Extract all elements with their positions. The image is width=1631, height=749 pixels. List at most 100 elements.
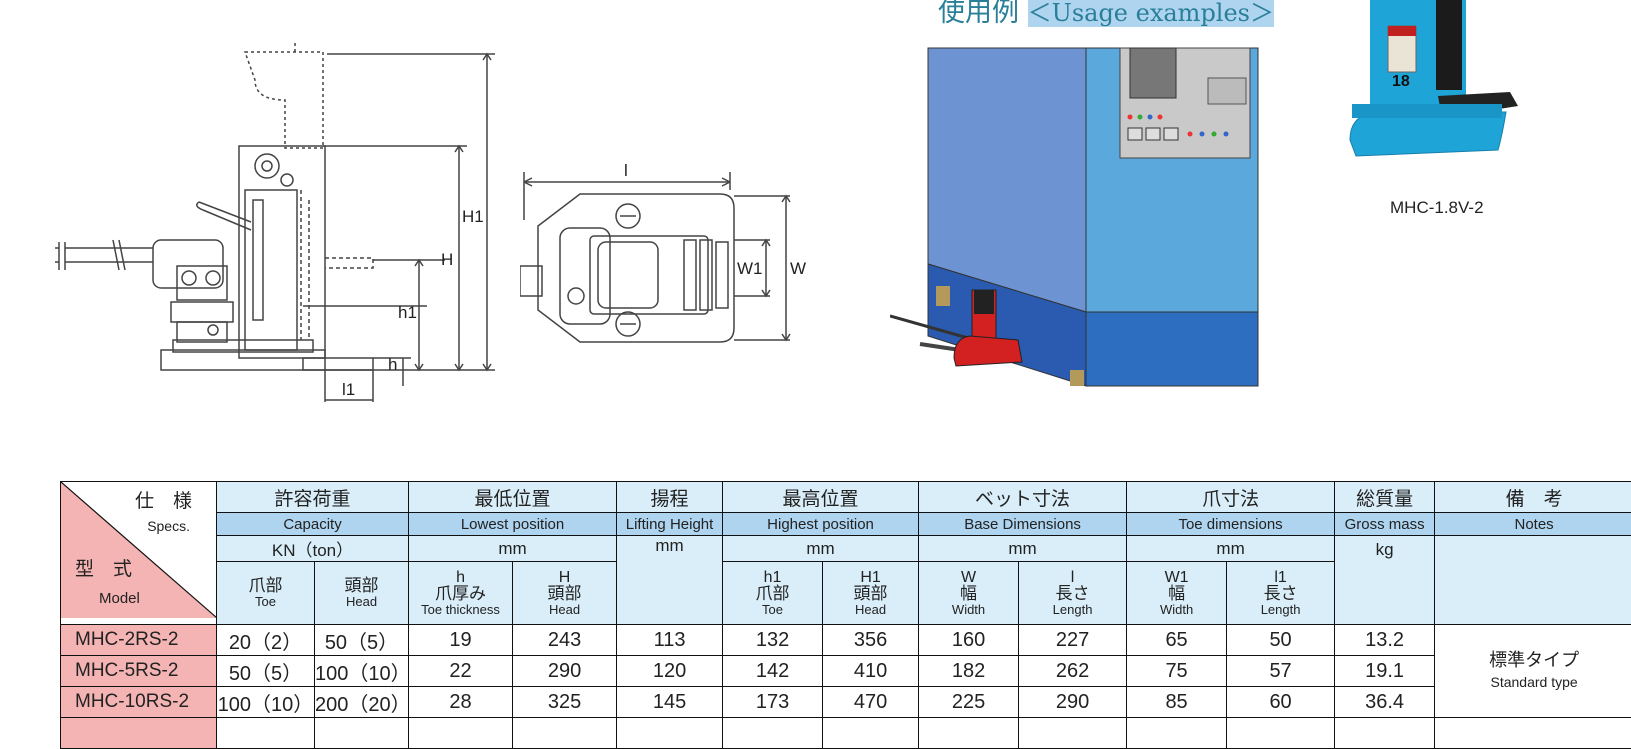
row-H: 325 [513, 687, 617, 718]
corner-model-en: Model [99, 590, 140, 607]
sub-high-H1-en: Head [823, 602, 918, 617]
row-h1: 132 [723, 625, 823, 656]
sub-low-h-jp: 爪厚み [435, 584, 486, 603]
row-cap-toe: 100（10） [217, 687, 315, 718]
row-W1: 85 [1127, 687, 1227, 718]
header-lift-jp: 揚程 [617, 482, 723, 513]
sub-cap-toe-jp: 爪部 [249, 576, 283, 595]
usage-title: 使用例 ＜Usage examples＞ [938, 0, 1274, 29]
corner-spec-en: Specs. [147, 518, 190, 534]
unit-lowest: mm [409, 536, 617, 562]
row-H1: 356 [823, 625, 919, 656]
note-jp: 標準タイプ [1489, 650, 1579, 670]
header-lift-en: Lifting Height [617, 513, 723, 536]
row-cap-toe: 50（5） [217, 656, 315, 687]
dim-label-W1: W1 [737, 259, 763, 278]
row-H1: 470 [823, 687, 919, 718]
unit-base: mm [919, 536, 1127, 562]
header-capacity-jp: 許容荷重 [217, 482, 409, 513]
row-l: 227 [1019, 625, 1127, 656]
row-l: 262 [1019, 656, 1127, 687]
sub-toe-W1-en: Width [1127, 602, 1226, 617]
row-W: 225 [919, 687, 1019, 718]
row-model-partial [61, 718, 217, 749]
sub-toe-l1-sym: l1 [1227, 570, 1334, 585]
header-base-en: Base Dimensions [919, 513, 1127, 536]
sub-toe-W1-sym: W1 [1127, 570, 1226, 585]
row-h: 22 [409, 656, 513, 687]
row-l1: 60 [1227, 687, 1335, 718]
sub-high-H1-sym: H1 [823, 570, 918, 585]
sub-cap-head-en: Head [315, 594, 408, 609]
usage-title-en: ＜Usage examples＞ [1028, 0, 1274, 27]
sub-base-W-sym: W [919, 570, 1018, 585]
header-lowest-jp: 最低位置 [409, 482, 617, 513]
row-model: MHC-2RS-2 [61, 625, 217, 656]
header-toe-jp: 爪寸法 [1127, 482, 1335, 513]
notes-header-blank [1435, 536, 1631, 625]
dim-label-h: h [388, 355, 397, 374]
sub-low-H-en: Head [513, 602, 616, 617]
usage-title-jp: 使用例 [938, 0, 1019, 28]
photo-caption: MHC-1.8V-2 [1390, 198, 1484, 218]
row-W: 160 [919, 625, 1019, 656]
row-h: 19 [409, 625, 513, 656]
sub-high-H1-jp: 頭部 [854, 584, 888, 603]
cell-partial [513, 718, 617, 749]
corner-spec-jp: 仕 様 [135, 486, 192, 513]
row-model: MHC-10RS-2 [61, 687, 217, 718]
sub-high-h1-en: Toe [723, 602, 822, 617]
sub-base-W-jp: 幅 [960, 584, 977, 603]
row-h: 28 [409, 687, 513, 718]
dim-label-l: l [624, 161, 628, 180]
row-h1: 173 [723, 687, 823, 718]
dim-label-l1: l1 [342, 380, 355, 399]
side-view-drawing: H1 H h1 h l1 [55, 40, 525, 420]
row-H: 243 [513, 625, 617, 656]
sub-toe-l1-jp: 長さ [1264, 584, 1298, 603]
row-lift: 113 [617, 625, 723, 656]
sub-base-l-en: Length [1019, 602, 1126, 617]
header-mass-en: Gross mass [1335, 513, 1435, 536]
dim-label-H: H [441, 250, 453, 269]
cell-partial [723, 718, 823, 749]
sub-cap-toe-en: Toe [217, 594, 314, 609]
sub-low-H-jp: 頭部 [548, 584, 582, 603]
cell-partial [1435, 718, 1631, 749]
unit-toe: mm [1127, 536, 1335, 562]
row-mass: 36.4 [1335, 687, 1435, 718]
cell-partial [1335, 718, 1435, 749]
corner-model-jp: 型 式 [75, 554, 132, 581]
header-toe-en: Toe dimensions [1127, 513, 1335, 536]
sub-base-l-sym: l [1019, 570, 1126, 585]
spec-table: 仕 様 Specs. 型 式 Model 許容荷重 最低位置 揚程 最高位置 ベ… [60, 481, 1631, 749]
dim-label-W: W [790, 259, 806, 278]
sub-toe-W1-jp: 幅 [1168, 584, 1185, 603]
row-W1: 75 [1127, 656, 1227, 687]
unit-highest: mm [723, 536, 919, 562]
row-cap-head: 100（10） [315, 656, 409, 687]
unit-capacity: KN（ton） [217, 536, 409, 562]
row-l1: 50 [1227, 625, 1335, 656]
row-H1: 410 [823, 656, 919, 687]
row-mass: 19.1 [1335, 656, 1435, 687]
header-base-jp: ベット寸法 [919, 482, 1127, 513]
table-row: MHC-2RS-2 20（2） 50（5） 19 243 113 132 356… [61, 625, 1631, 656]
table-corner-cell: 仕 様 Specs. 型 式 Model [61, 482, 217, 625]
sub-cap-head-jp: 頭部 [345, 576, 379, 595]
table-row: MHC-10RS-2 100（10） 200（20） 28 325 145 17… [61, 687, 1631, 718]
header-capacity-en: Capacity [217, 513, 409, 536]
sub-high-h1-sym: h1 [723, 570, 822, 585]
unit-mass: kg [1335, 536, 1435, 625]
row-lift: 120 [617, 656, 723, 687]
cell-partial [617, 718, 723, 749]
sub-high-h1-jp: 爪部 [756, 584, 790, 603]
